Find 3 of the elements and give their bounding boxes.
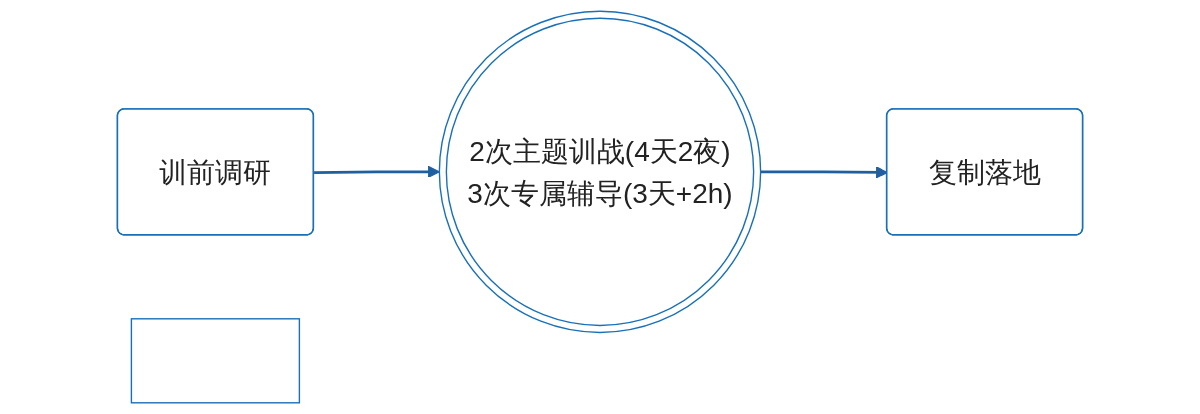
arrow <box>314 165 440 178</box>
node-circle: 2次主题训战(4天2夜) 3次专属辅导(3天+2h) <box>438 10 762 334</box>
node-box <box>130 318 301 404</box>
